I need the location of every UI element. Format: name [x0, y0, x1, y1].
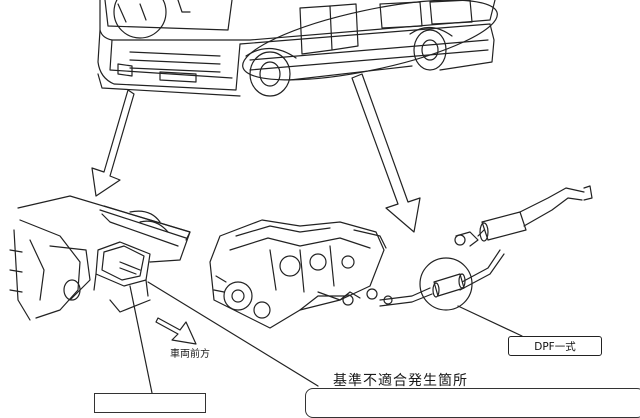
engine-illustration	[209, 219, 387, 329]
arrow-to-exhaust	[351, 73, 421, 233]
nonconformity-location-title: 基準不適合発生箇所	[333, 373, 468, 389]
vehicle-front-arrow	[155, 317, 197, 345]
highlight-circle-front	[113, 0, 167, 39]
ecu-leader-line	[129, 285, 153, 394]
dpf-unit	[432, 273, 466, 298]
diagram-canvas	[9, 0, 593, 394]
ecu-chassis-detail	[9, 195, 191, 321]
description-box-right	[305, 388, 640, 418]
ecu-leader-line-2	[147, 281, 319, 387]
dpf-label-box: DPF一式	[508, 336, 602, 356]
description-box-left	[94, 393, 206, 413]
dpf-leader-line	[457, 305, 523, 337]
bus-illustration	[97, 0, 496, 97]
exhaust-system	[379, 185, 593, 307]
dpf-highlight-circle	[419, 257, 473, 311]
dpf-label: DPF一式	[534, 341, 576, 353]
highlight-ellipse-side	[242, 0, 498, 81]
arrow-to-ecu	[91, 89, 135, 197]
vehicle-front-label: 車両前方	[170, 349, 210, 360]
